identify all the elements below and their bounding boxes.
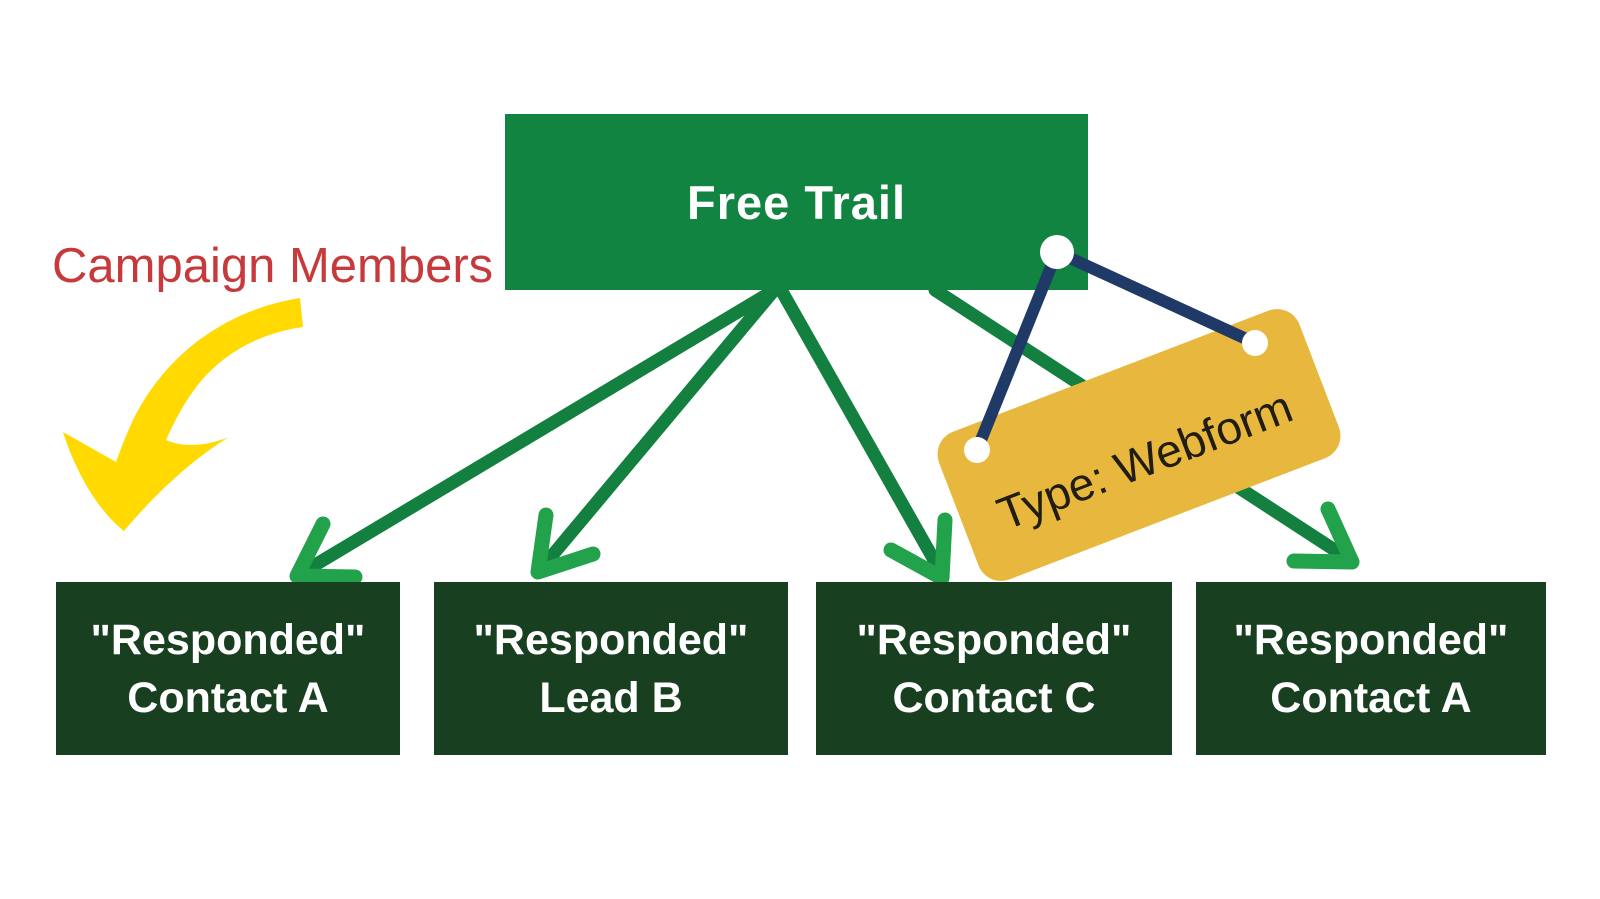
arrow-heads — [289, 501, 1360, 586]
leaf-box-contact-a: "Responded" Contact A — [56, 582, 400, 755]
arrow-head-contact-c — [883, 512, 953, 586]
leaf-status: "Responded" — [473, 615, 749, 664]
arrow-head-contact-a2 — [1286, 501, 1360, 570]
tag-eyelet-right — [1242, 330, 1268, 356]
campaign-root-box: Free Trail — [505, 114, 1088, 290]
tag-pivot-dot — [1040, 235, 1074, 269]
arrow-shafts — [293, 281, 1357, 581]
arrow-head-contact-a — [289, 516, 363, 585]
yellow-curved-arrow-shape — [63, 298, 303, 531]
leaf-box-contact-c: "Responded" Contact C — [816, 582, 1172, 755]
leaf-name: Contact A — [127, 673, 329, 722]
arrow-head-lead-b — [530, 507, 601, 580]
leaf-name: Lead B — [539, 673, 683, 722]
tag-string-left — [971, 246, 1063, 456]
leaf-status: "Responded" — [1233, 615, 1509, 664]
tag-string-right — [1051, 246, 1261, 349]
leaf-box-lead-b: "Responded" Lead B — [434, 582, 788, 755]
leaf-status: "Responded" — [856, 615, 1132, 664]
campaign-root-label: Free Trail — [687, 175, 906, 229]
tag-eyelet-left — [964, 437, 990, 463]
arrow-shaft-to-contact-c — [773, 281, 949, 581]
leaf-status: "Responded" — [90, 615, 366, 664]
leaf-name: Contact A — [1270, 673, 1472, 722]
tag-strings — [971, 246, 1261, 456]
arrow-shaft-to-lead-b — [533, 281, 783, 577]
leaf-box-contact-a2: "Responded" Contact A — [1196, 582, 1546, 755]
leaf-name: Contact C — [892, 673, 1096, 722]
arrow-shaft-to-contact-a — [293, 281, 785, 581]
campaign-members-annotation: Campaign Members — [52, 239, 494, 293]
